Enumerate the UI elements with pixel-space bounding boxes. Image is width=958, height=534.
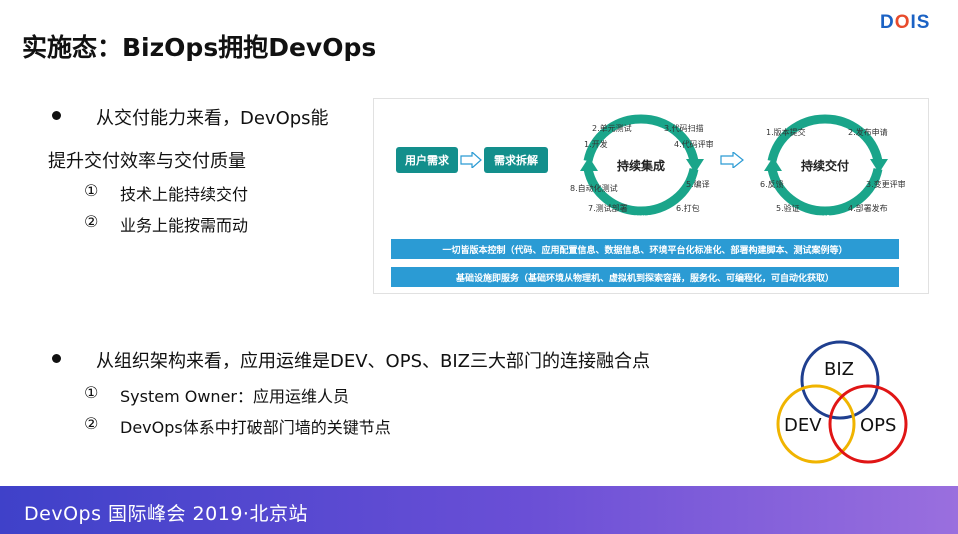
ci-top-label: 开发 — [635, 103, 651, 112]
arrow-right-icon — [720, 152, 744, 168]
ci-step: 3.代码扫描 — [664, 124, 704, 133]
section1-item: 业务上能按需而动 — [120, 216, 249, 235]
biz-label: BIZ — [824, 359, 854, 380]
section1-line1: 从交付能力来看，DevOps能 — [96, 108, 329, 129]
item-number: ② — [84, 414, 99, 433]
cd-step: 5.验证 — [776, 204, 800, 213]
ci-loop-icon — [580, 114, 704, 216]
cd-step: 1.版本提交 — [766, 128, 806, 137]
bullet-dot — [52, 111, 61, 120]
user-demand-box: 用户需求 — [396, 147, 458, 173]
biz-circle — [800, 340, 880, 420]
devops-pipeline-diagram: 用户需求 需求拆解 开发 测试 持续集成 1.开发 2.单元测试 3.代码扫描 … — [373, 98, 929, 294]
ci-step: 6.打包 — [676, 204, 700, 213]
item-number: ① — [84, 383, 99, 402]
dev-label: DEV — [784, 415, 822, 436]
ci-step: 4.代码评审 — [674, 140, 714, 149]
venn-diagram: BIZ DEV OPS — [772, 338, 908, 468]
cd-top-label: 开发 — [815, 103, 831, 112]
item-number: ② — [84, 212, 99, 231]
ci-step: 1.开发 — [584, 140, 608, 149]
ci-bottom-label: 测试 — [635, 215, 651, 224]
infrastructure-service-bar: 基础设施即服务（基础环境从物理机、虚拟机到探索容器，服务化、可编程化，可自动化获… — [391, 267, 899, 287]
arrow-right-icon — [460, 152, 482, 168]
bullet-dot — [52, 354, 61, 363]
page-title: 实施态：BizOps拥抱DevOps — [22, 33, 377, 62]
dois-logo: DOIS — [880, 12, 931, 33]
version-control-bar: 一切皆版本控制（代码、应用配置信息、数据信息、环境平台化标准化、部署构建脚本、测… — [391, 239, 899, 259]
ci-step: 2.单元测试 — [592, 124, 632, 133]
section1-item: 技术上能持续交付 — [120, 185, 249, 204]
cd-step: 4.部署发布 — [848, 204, 888, 213]
ci-step: 5.编译 — [686, 180, 710, 189]
cd-bottom-label: 运维 — [815, 215, 831, 224]
section2-item: System Owner：应用运维人员 — [120, 387, 349, 406]
footer-bar — [0, 486, 958, 534]
ops-label: OPS — [860, 415, 897, 436]
cd-center-label: 持续交付 — [801, 159, 850, 173]
cd-step: 6.反馈 — [760, 180, 784, 189]
ci-center-label: 持续集成 — [617, 159, 666, 173]
item-number: ① — [84, 181, 99, 200]
cd-loop-icon — [764, 114, 888, 216]
footer-text: DevOps 国际峰会 2019·北京站 — [24, 503, 308, 525]
cd-step: 3.变更评审 — [866, 180, 906, 189]
ops-circle — [828, 384, 908, 464]
section2-item: DevOps体系中打破部门墙的关键节点 — [120, 418, 391, 437]
venn-circles — [776, 340, 908, 464]
section1-line2: 提升交付效率与交付质量 — [48, 151, 246, 172]
ci-step: 8.自动化测试 — [570, 184, 618, 193]
ci-step: 7.测试部署 — [588, 204, 628, 213]
cd-step: 2.发布申请 — [848, 128, 888, 137]
demand-split-box: 需求拆解 — [484, 147, 548, 173]
section2-line: 从组织架构来看，应用运维是DEV、OPS、BIZ三大部门的连接融合点 — [96, 351, 650, 372]
dev-circle — [776, 384, 856, 464]
